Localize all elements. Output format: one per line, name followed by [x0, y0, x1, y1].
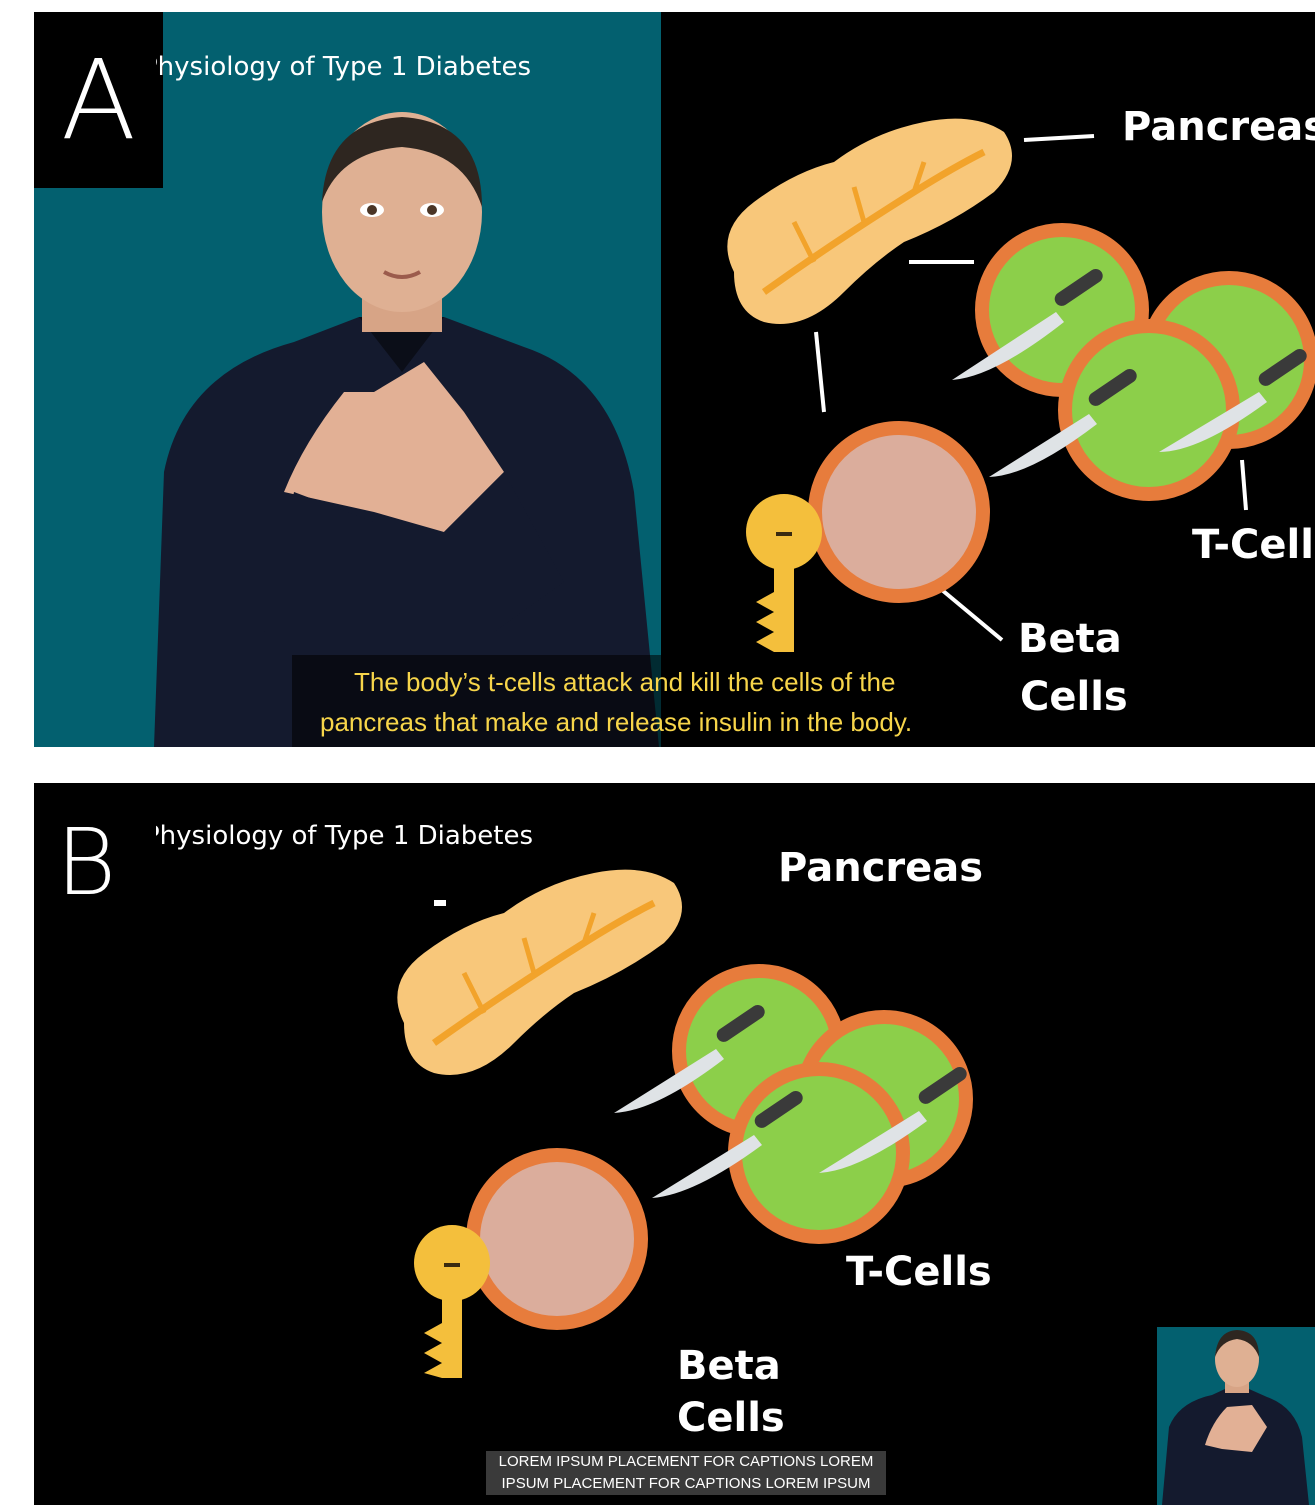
t-cells-label: T-Cells	[1192, 522, 1315, 568]
key-icon	[746, 494, 822, 652]
pancreas-label: Pancreas	[778, 845, 983, 891]
sign-language-interpreter	[144, 112, 664, 747]
panel-a-video-frame: A Physiology of Type 1 Diabetes	[34, 12, 1315, 747]
t1d-diagram	[364, 843, 1014, 1383]
panel-label-b: B	[56, 813, 116, 913]
pancreas-label: Pancreas	[1122, 104, 1315, 150]
beta-cells-label-line2: Cells	[1020, 674, 1128, 720]
beta-cell	[473, 1155, 641, 1323]
beta-cells-label-line1: Beta	[677, 1343, 781, 1389]
panel-label-a: A	[34, 12, 163, 188]
key-icon	[414, 1225, 490, 1378]
caption-box: LOREM IPSUM PLACEMENT FOR CAPTIONS LOREM…	[486, 1451, 886, 1495]
t-cell	[1065, 326, 1233, 494]
t1d-diagram	[694, 92, 1315, 652]
t-cell	[735, 1069, 903, 1237]
caption-box: The body’s t-cells attack and kill the c…	[292, 655, 1092, 747]
sign-language-interpreter	[1157, 1327, 1315, 1505]
beta-cells-label-line2: Cells	[677, 1395, 785, 1441]
interpreter-thumbnail	[1157, 1327, 1315, 1505]
video-title: Physiology of Type 1 Diabetes	[142, 52, 531, 82]
panel-b-video-frame: B Physiology of Type 1 Diabetes	[34, 783, 1315, 1505]
beta-cell	[815, 428, 983, 596]
caption-line-1: The body’s t-cells attack and kill the c…	[354, 667, 895, 698]
t-cells-label: T-Cells	[846, 1249, 992, 1295]
caption-line-2: IPSUM PLACEMENT FOR CAPTIONS LOREM IPSUM	[486, 1473, 886, 1495]
caption-line-1: LOREM IPSUM PLACEMENT FOR CAPTIONS LOREM	[486, 1451, 886, 1473]
pancreas-illustration	[727, 119, 1012, 324]
caption-line-2: pancreas that make and release insulin i…	[320, 707, 912, 738]
